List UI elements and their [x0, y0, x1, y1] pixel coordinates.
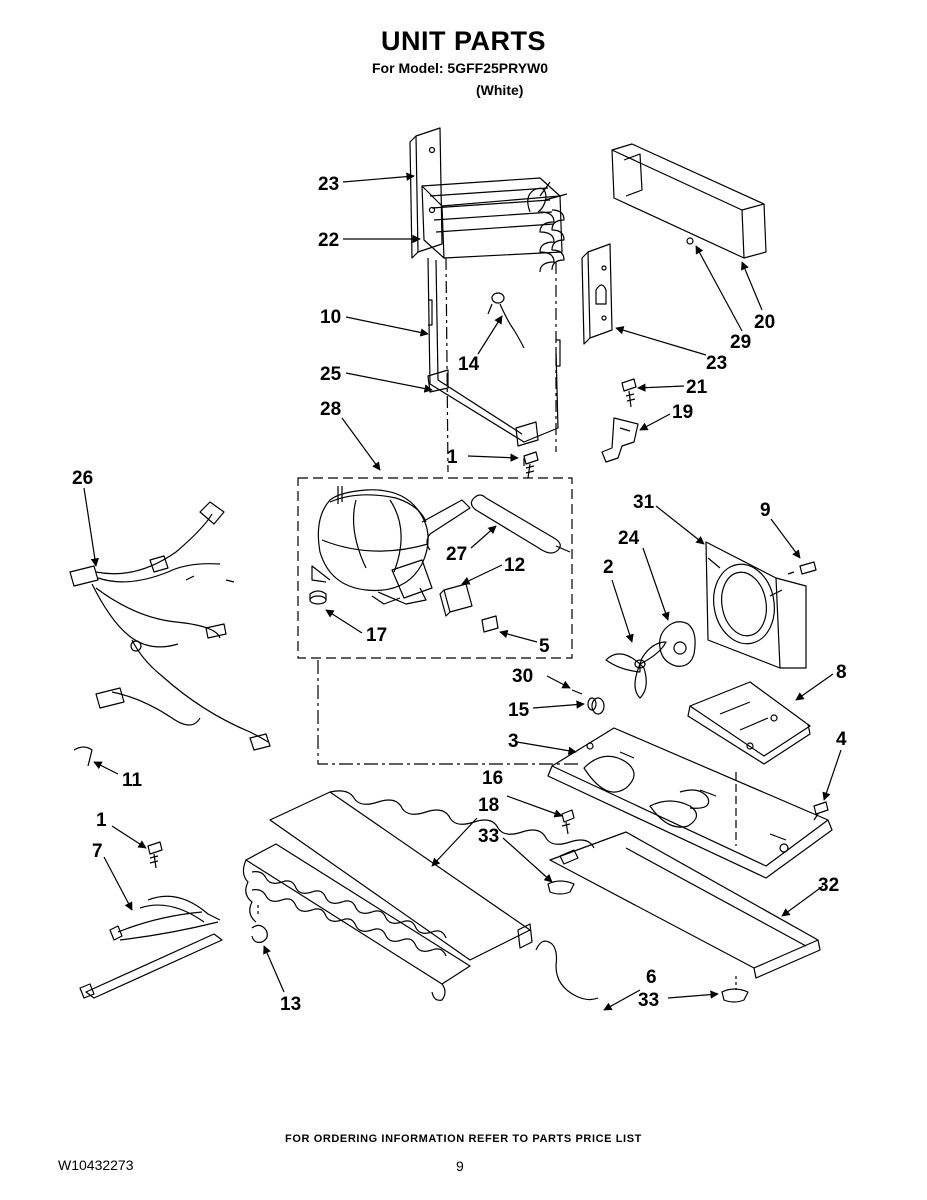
- fan-shroud-part-31: [705, 541, 807, 669]
- callout-6: 6: [646, 967, 657, 988]
- drier-part-27: [470, 494, 571, 554]
- callout-1-bottom: 1: [96, 810, 107, 831]
- wire-part-30: [571, 689, 583, 695]
- callout-33-right: 33: [638, 990, 659, 1011]
- wire-part-6: [535, 940, 599, 1001]
- callout-23-left: 23: [318, 174, 339, 195]
- screw-part-1-bottom: [147, 841, 163, 869]
- callout-30: 30: [512, 666, 533, 687]
- clip-part-13: [251, 904, 268, 943]
- duct-cover-part-20: [611, 143, 767, 259]
- callout-5: 5: [539, 636, 550, 657]
- callout-25: 25: [320, 364, 342, 385]
- callout-3: 3: [508, 731, 519, 752]
- right-bracket-part-23: [581, 243, 613, 345]
- callout-15: 15: [508, 700, 530, 721]
- grommet-part-15: [587, 697, 605, 715]
- callout-24: 24: [618, 528, 640, 549]
- evaporator-part-22: [421, 177, 568, 273]
- clip-part-11: [73, 746, 93, 767]
- callout-13: 13: [280, 994, 301, 1015]
- callout-12: 12: [504, 555, 525, 576]
- callout-23-right: 23: [706, 353, 727, 374]
- callout-10: 10: [320, 307, 341, 328]
- foot-part-33-right: [721, 976, 749, 1003]
- screw-part-21: [621, 378, 637, 408]
- screw-part-4: [813, 801, 829, 821]
- callout-33-left: 33: [478, 826, 499, 847]
- callout-1-top: 1: [447, 447, 458, 468]
- defrost-heater-part-25: [427, 257, 561, 447]
- compressor: [311, 486, 471, 605]
- page-title: UNIT PARTS: [381, 26, 546, 56]
- grommet-part-17: [309, 590, 327, 605]
- callout-8: 8: [836, 662, 847, 683]
- ordering-note: FOR ORDERING INFORMATION REFER TO PARTS …: [285, 1133, 642, 1145]
- compartment-base-part-3: [547, 727, 833, 879]
- callout-18: 18: [478, 795, 499, 816]
- screw-part-16: [561, 809, 575, 835]
- callout-26: 26: [72, 468, 93, 489]
- screw-part-1-top: [523, 451, 539, 479]
- wire-harness-part-7: [79, 895, 223, 999]
- wire-harness-part-26: [69, 501, 271, 751]
- condenser-part-18: [242, 790, 595, 1001]
- callout-17: 17: [366, 625, 387, 646]
- callout-arrows: [83, 172, 842, 1011]
- sensor-part-14: [487, 292, 525, 349]
- callout-11: 11: [122, 770, 143, 791]
- callout-21: 21: [686, 377, 708, 398]
- fan-motor-part-24: [659, 621, 696, 667]
- callout-27: 27: [446, 544, 467, 565]
- bracket-part-19: [601, 417, 639, 463]
- base-tray-part-8: [687, 681, 811, 765]
- screw-part-9: [787, 561, 817, 575]
- callout-labels: 23 22 10 14 25 28 1 27 12 17 5 26 11 1 7…: [72, 174, 847, 1015]
- foot-part-33-left: [547, 880, 575, 895]
- callout-4: 4: [836, 729, 847, 750]
- callout-2: 2: [603, 557, 614, 578]
- overload-part-5: [481, 615, 499, 633]
- color-line: (White): [476, 82, 524, 98]
- callout-28: 28: [320, 399, 341, 420]
- model-line: For Model: 5GFF25PRYW0: [372, 60, 549, 76]
- callout-22: 22: [318, 230, 339, 251]
- document-number: W10432273: [58, 1157, 134, 1173]
- left-bracket-part-23: [409, 127, 443, 259]
- relay-part-12: [439, 583, 473, 617]
- callout-19: 19: [672, 402, 693, 423]
- fan-blade-part-2: [605, 641, 667, 699]
- floor-panel-part-32: [549, 831, 821, 979]
- callout-32: 32: [818, 875, 839, 896]
- compressor-kit-outline-28: [297, 477, 573, 659]
- callout-29: 29: [730, 332, 751, 353]
- page-number: 9: [456, 1158, 464, 1174]
- callout-7: 7: [92, 841, 103, 862]
- callout-20: 20: [754, 312, 775, 333]
- callout-16: 16: [482, 768, 503, 789]
- callout-31: 31: [633, 492, 655, 513]
- callout-14: 14: [458, 354, 480, 375]
- callout-9: 9: [760, 500, 771, 521]
